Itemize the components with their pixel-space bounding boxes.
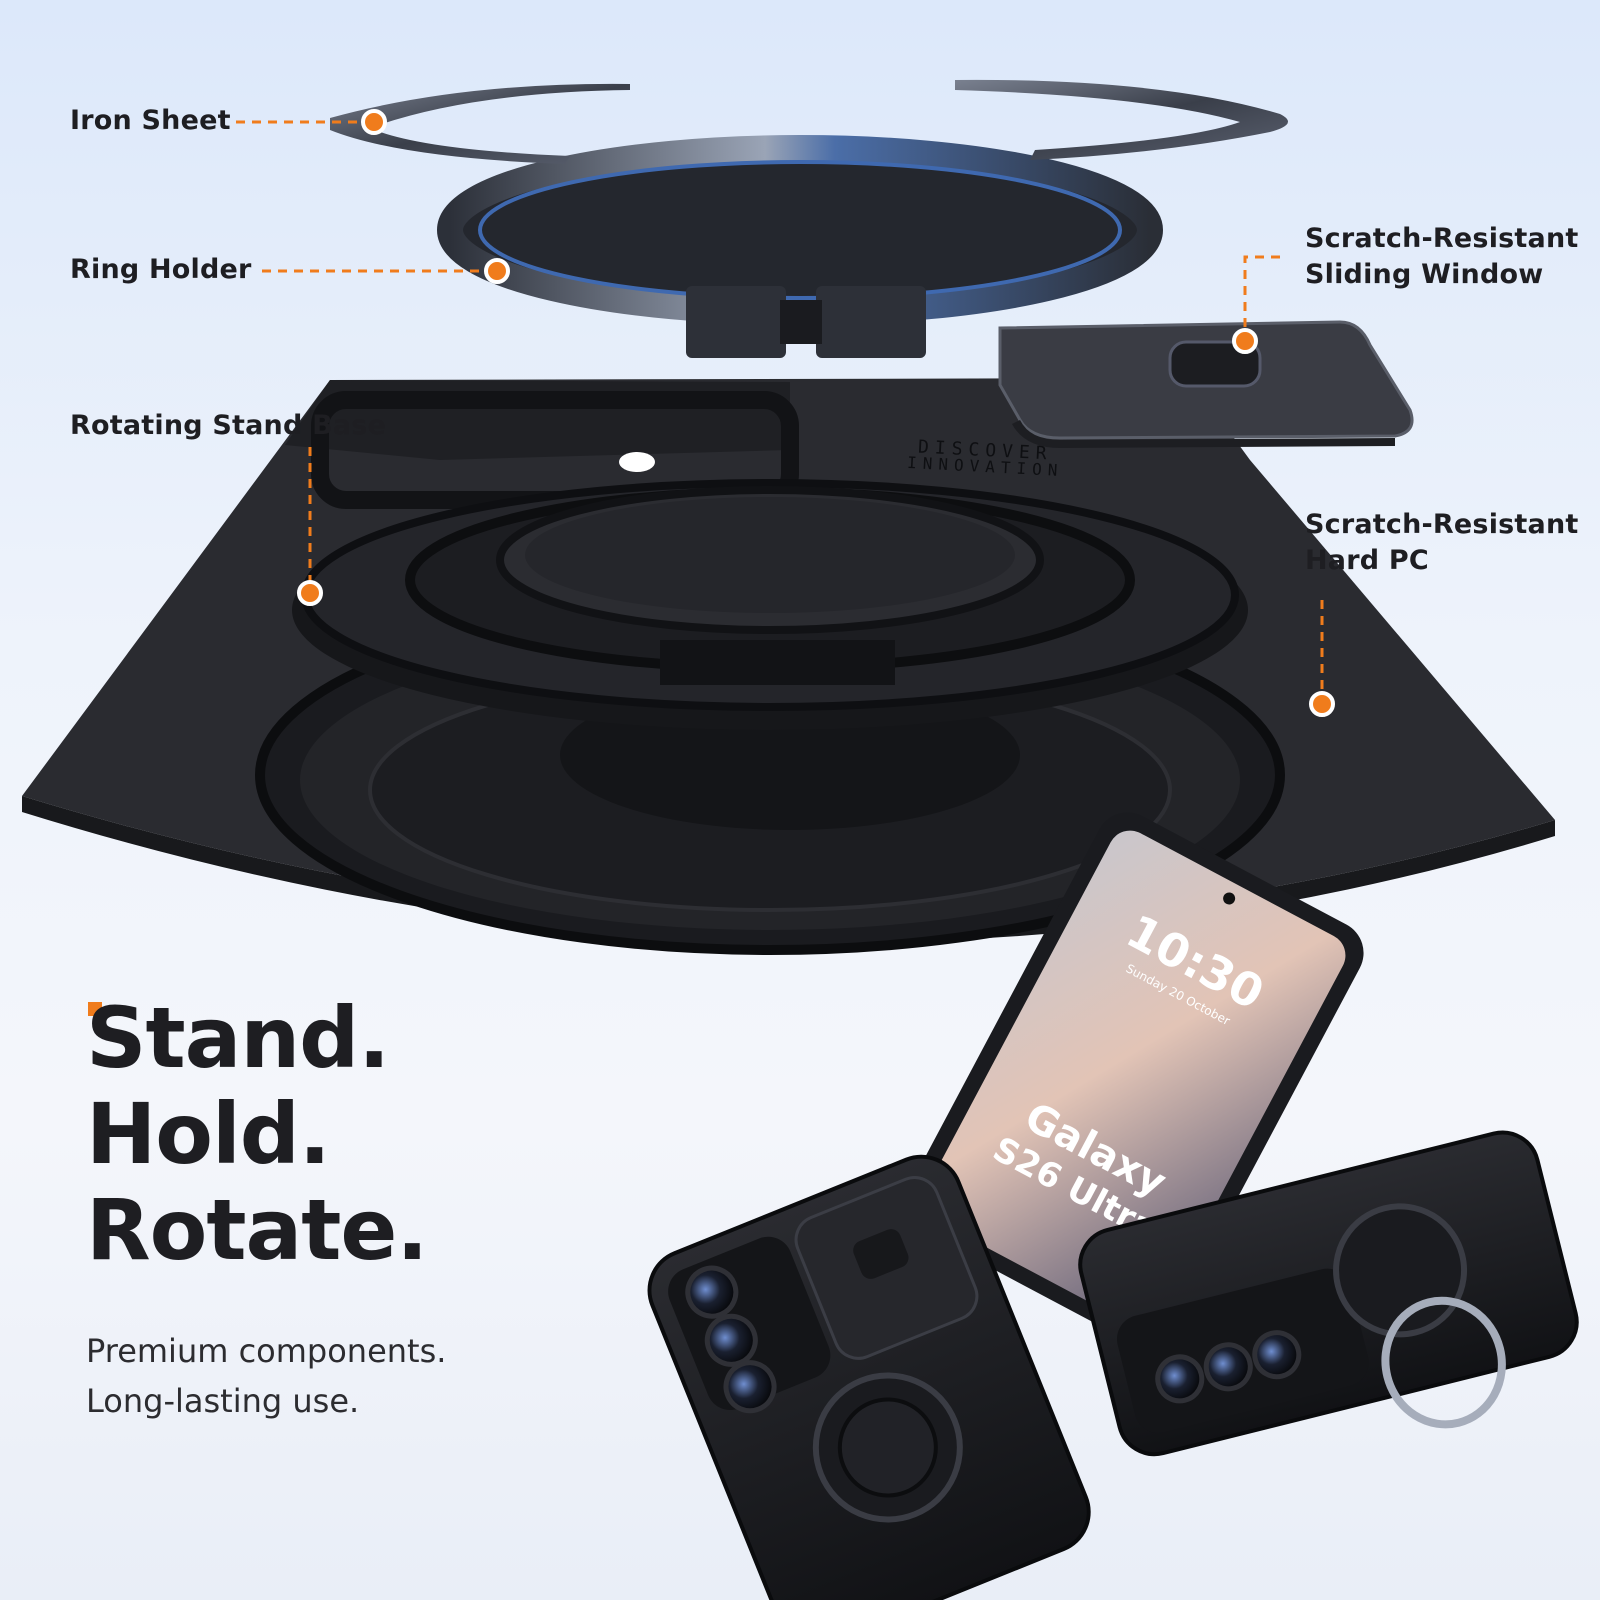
- headline-line-stand: Stand.: [86, 989, 390, 1087]
- callout-label-line2: Hard PC: [1305, 545, 1429, 576]
- tagline-line1: Premium components.: [86, 1332, 447, 1370]
- callout-ring-holder: Ring Holder: [70, 252, 252, 288]
- callout-iron-sheet: Iron Sheet: [70, 103, 231, 139]
- callout-dots: [297, 109, 1335, 717]
- callout-label-line1: Scratch-Resistant: [1305, 509, 1579, 540]
- ring-holder-part: [437, 135, 1163, 358]
- headline-accent-mark: [88, 1002, 102, 1016]
- callout-label: Ring Holder: [70, 254, 252, 285]
- headline: Stand. Hold. Rotate.: [86, 989, 428, 1279]
- sliding-window-part: [998, 320, 1414, 448]
- headline-line-rotate: Rotate.: [86, 1181, 428, 1279]
- tagline: Premium components. Long-lasting use.: [86, 1326, 446, 1426]
- callout-label-line2: Sliding Window: [1305, 259, 1544, 290]
- rotating-stand-base-part: [292, 479, 1248, 730]
- flat-phone-case: [647, 1154, 1091, 1600]
- iron-sheet-part: [330, 79, 1288, 164]
- callout-rotating-stand-base: Rotating Stand Base: [70, 408, 386, 444]
- callout-label-line1: Scratch-Resistant: [1305, 223, 1579, 254]
- standing-phone: 10:30 Sunday 20 October Galaxy S26 Ultra: [904, 812, 1364, 1344]
- callout-hard-pc: Scratch-Resistant Hard PC: [1305, 507, 1578, 579]
- callout-label: Rotating Stand Base: [70, 410, 387, 441]
- headline-line-hold: Hold.: [86, 1085, 331, 1183]
- callout-sliding-window: Scratch-Resistant Sliding Window: [1305, 221, 1578, 293]
- callout-leaders: [236, 120, 1324, 704]
- callout-label: Iron Sheet: [70, 105, 231, 136]
- landscape-phone-case: [1078, 1130, 1579, 1457]
- tagline-line2: Long-lasting use.: [86, 1382, 360, 1420]
